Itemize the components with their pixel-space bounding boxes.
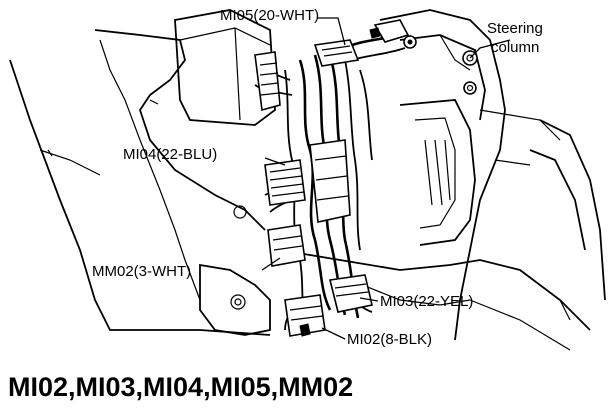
leader-lines [261,17,511,340]
leader-mi04 [264,157,286,166]
dashboard-panel-outline [9,29,271,336]
leader-mi02 [321,327,346,340]
label-mi05: MI05(20-WHT) [220,7,319,24]
label-mi04: MI04(22-BLU) [123,146,217,163]
diagram-caption: MI02,MI03,MI04,MI05,MM02 [8,372,353,402]
steering-column-structure [379,9,606,341]
label-mi03: MI03(22-YEL) [380,293,473,310]
leader-mi03 [359,297,379,302]
upper-left-connector [254,51,281,112]
label-steering-column-line1: Steering [487,20,543,37]
leader-mi05 [318,17,346,46]
label-steering-column-line2: column [491,39,539,56]
upper-module-box [174,9,276,126]
leader-mm02 [261,257,281,271]
connector-mi05 [313,19,417,67]
connector-mi04 [264,139,351,223]
connector-mm02 [267,224,306,267]
leader-steering-column [469,39,511,59]
label-mi02: MI02(8-BLK) [347,331,432,348]
label-mm02: MM02(3-WHT) [92,263,191,280]
